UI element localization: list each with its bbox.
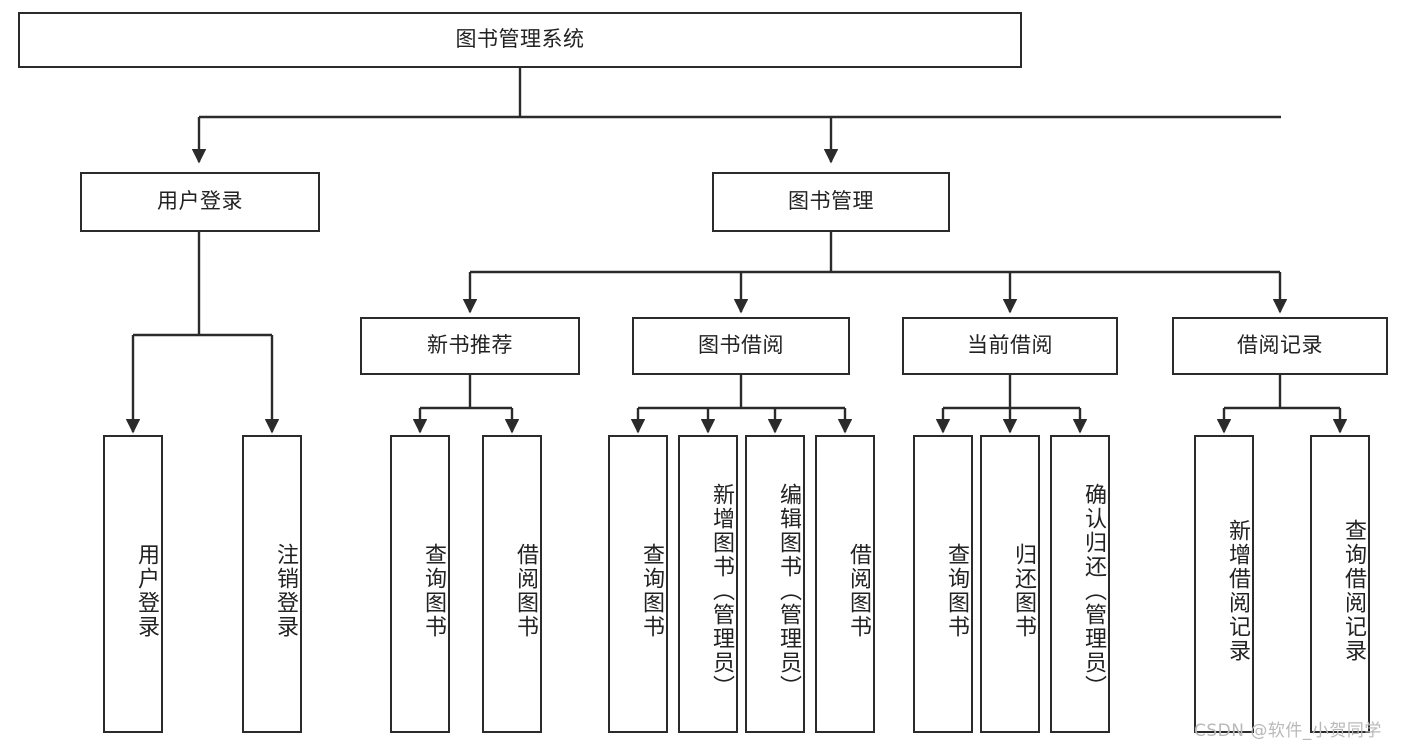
leaf-label: 新增图书（管理员） (709, 483, 734, 699)
leaf-record-add-record[interactable]: 新增借阅记录 (1194, 435, 1254, 733)
leaf-current-confirm-return-admin[interactable]: 确认归还（管理员） (1050, 435, 1110, 733)
leaf-label: 用户登录 (134, 543, 159, 639)
leaf-label: 查询借阅记录 (1341, 519, 1366, 663)
node-book-borrow-label: 图书借阅 (698, 333, 784, 358)
node-book-borrow[interactable]: 图书借阅 (632, 317, 850, 375)
leaf-label: 借阅图书 (846, 543, 871, 639)
leaf-borrow-borrow-book[interactable]: 借阅图书 (815, 435, 875, 733)
leaf-label: 确认归还（管理员） (1081, 483, 1106, 699)
leaf-label: 查询图书 (944, 543, 969, 639)
node-user-login[interactable]: 用户登录 (80, 172, 320, 232)
node-root-label: 图书管理系统 (455, 27, 585, 52)
node-new-book-recommend[interactable]: 新书推荐 (360, 317, 580, 375)
leaf-current-query-book[interactable]: 查询图书 (913, 435, 973, 733)
leaf-user-login-login[interactable]: 用户登录 (103, 435, 163, 733)
leaf-label: 借阅图书 (513, 543, 538, 639)
leaf-recommend-query-book[interactable]: 查询图书 (390, 435, 450, 733)
leaf-borrow-add-book-admin[interactable]: 新增图书（管理员） (678, 435, 738, 733)
leaf-label: 归还图书 (1011, 543, 1036, 639)
node-borrow-record[interactable]: 借阅记录 (1172, 317, 1388, 375)
node-current-borrow-label: 当前借阅 (967, 333, 1053, 358)
node-user-login-label: 用户登录 (157, 189, 243, 214)
leaf-label: 注销登录 (273, 543, 298, 639)
node-new-book-recommend-label: 新书推荐 (427, 333, 513, 358)
leaf-recommend-borrow-book[interactable]: 借阅图书 (482, 435, 542, 733)
leaf-label: 查询图书 (639, 543, 664, 639)
leaf-label: 编辑图书（管理员） (776, 483, 801, 699)
node-book-management[interactable]: 图书管理 (712, 172, 950, 232)
node-borrow-record-label: 借阅记录 (1237, 333, 1323, 358)
leaf-current-return-book[interactable]: 归还图书 (980, 435, 1040, 733)
leaf-label: 查询图书 (421, 543, 446, 639)
leaf-label: 新增借阅记录 (1225, 519, 1250, 663)
leaf-user-login-logout[interactable]: 注销登录 (242, 435, 302, 733)
node-book-management-label: 图书管理 (788, 189, 874, 214)
node-current-borrow[interactable]: 当前借阅 (902, 317, 1118, 375)
leaf-record-query-record[interactable]: 查询借阅记录 (1310, 435, 1370, 733)
csdn-watermark: CSDN @软件_小贺同学 (1194, 721, 1382, 741)
leaf-borrow-query-book[interactable]: 查询图书 (608, 435, 668, 733)
leaf-borrow-edit-book-admin[interactable]: 编辑图书（管理员） (745, 435, 805, 733)
node-root[interactable]: 图书管理系统 (18, 12, 1022, 68)
